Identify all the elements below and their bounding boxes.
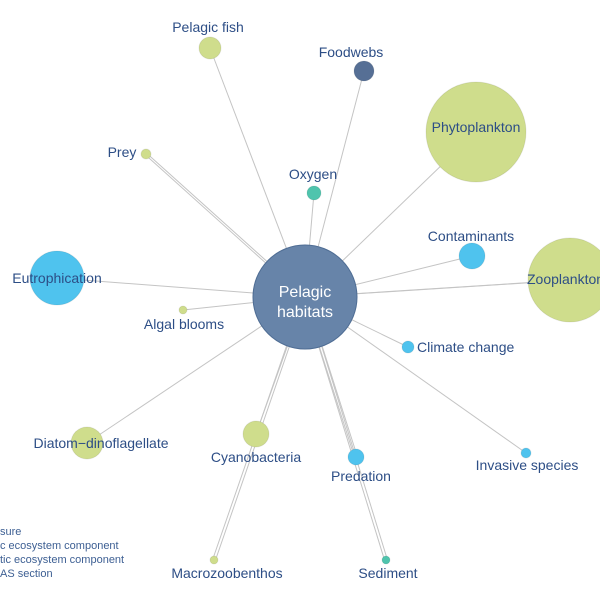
legend-holas: AS section [0,568,53,580]
node-label: Eutrophication [12,270,102,286]
center-label-1: Pelagic [279,284,331,301]
node-oxygen[interactable]: Oxygen [289,166,337,201]
node-circle[interactable] [458,242,486,270]
node-circle[interactable] [209,555,219,565]
node-circle[interactable] [140,148,152,160]
node-zooplankton[interactable]: Zooplankton [527,237,600,323]
node-eutrophication[interactable]: Eutrophication [12,250,102,306]
node-circle[interactable] [29,250,85,306]
node-label: Sediment [358,565,417,581]
legend-pressure: sure [0,526,22,538]
node-label: Diatom−dinoflagellate [33,435,168,451]
center-node[interactable]: Pelagic habitats [252,244,358,350]
node-foodwebs[interactable]: Foodwebs [319,44,384,82]
node-label: Oxygen [289,166,337,182]
node-circle[interactable] [70,426,104,460]
node-circle[interactable] [306,185,322,201]
node-circle[interactable] [401,340,415,354]
node-phytoplankton[interactable]: Phytoplankton [425,81,527,183]
legend-biotic: tic ecosystem component [0,554,125,566]
node-label: Cyanobacteria [211,449,301,465]
node-prey[interactable]: Prey [108,144,152,160]
node-circle[interactable] [353,60,375,82]
nodes: Pelagic fishFoodwebsPhytoplanktonPreyOxy… [12,19,600,581]
node-circle[interactable] [242,420,270,448]
node-label: Phytoplankton [432,119,521,135]
node-label: Pelagic fish [172,19,244,35]
node-label: Contaminants [428,228,514,244]
node-macrozoobenthos[interactable]: Macrozoobenthos [171,555,283,581]
node-circle[interactable] [178,305,188,315]
legend-abiotic: c ecosystem component [0,540,119,552]
node-algal-blooms[interactable]: Algal blooms [144,305,224,332]
node-climate-change[interactable]: Climate change [401,339,514,355]
node-circle[interactable] [527,237,600,323]
node-circle[interactable] [425,81,527,183]
node-label: Climate change [417,339,514,355]
node-label: Zooplankton [527,271,600,287]
center-label-2: habitats [277,304,333,321]
node-predation[interactable]: Predation [331,448,391,484]
node-contaminants[interactable]: Contaminants [428,228,514,270]
legend: sure c ecosystem component tic ecosystem… [0,525,124,581]
node-invasive-species[interactable]: Invasive species [476,447,579,473]
node-label: Algal blooms [144,316,224,332]
node-sediment[interactable]: Sediment [358,555,418,581]
node-cyanobacteria[interactable]: Cyanobacteria [211,420,301,465]
node-label: Foodwebs [319,44,384,60]
node-circle[interactable] [520,447,532,459]
node-circle[interactable] [198,36,222,60]
node-label: Macrozoobenthos [171,565,282,581]
node-circle[interactable] [381,555,391,565]
node-diatom-dinoflagellate[interactable]: Diatom−dinoflagellate [33,426,169,460]
node-circle[interactable] [347,448,365,466]
node-label: Prey [108,144,137,160]
node-label: Predation [331,468,391,484]
node-label: Invasive species [476,457,579,473]
node-pelagic-fish[interactable]: Pelagic fish [172,19,244,60]
